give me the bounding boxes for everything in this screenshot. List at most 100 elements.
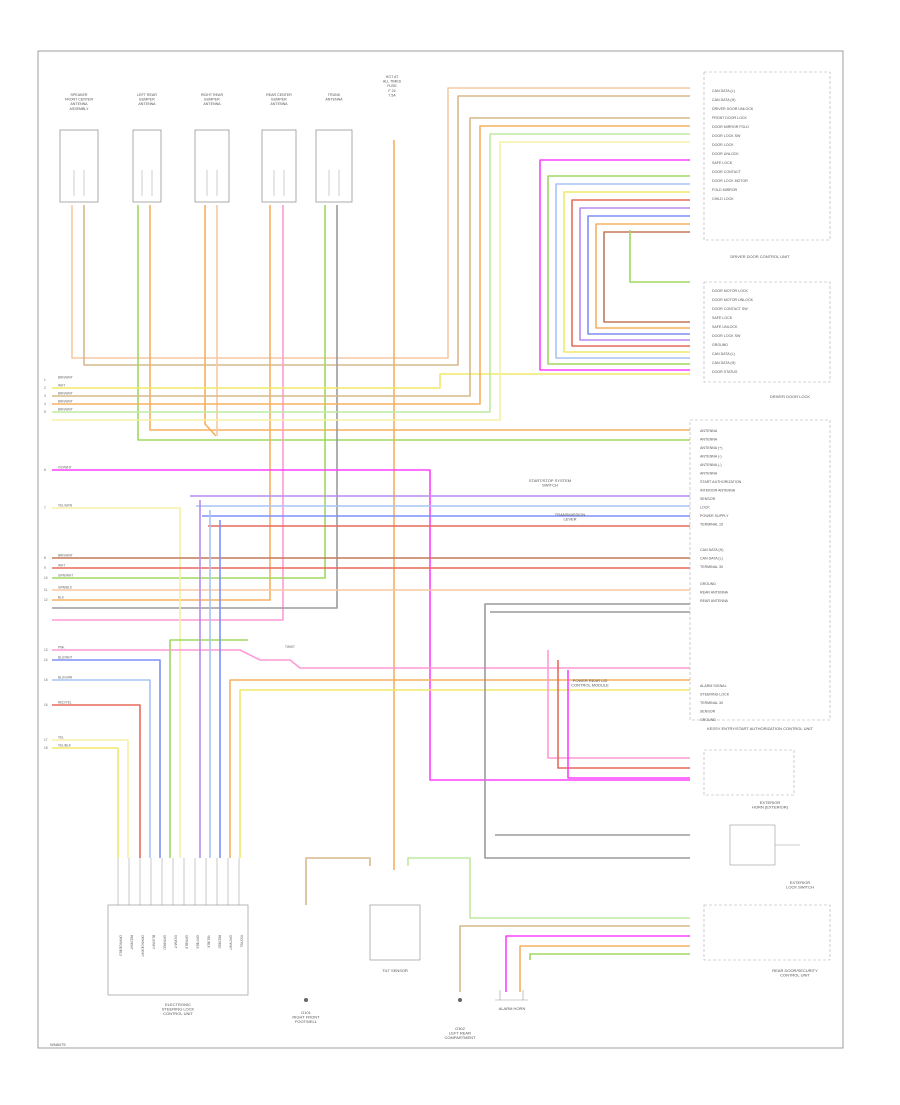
driver-door-pin: DOOR CONTACT — [712, 170, 742, 174]
wire-keyless-pink — [547, 650, 690, 759]
keyless-pin: CAN DATA (L) — [700, 557, 723, 561]
power-rear-lid-label: CONTROL MODULE — [571, 683, 609, 688]
steering-lock-wire-label: GRN/RED — [163, 935, 167, 950]
wire-tilt-1 — [305, 857, 371, 905]
exterior-horn-box — [703, 749, 795, 796]
wire-left-rear-1 — [137, 205, 690, 441]
steering-lock-wire-label: ORANGE/BLU — [119, 935, 123, 957]
steering-lock-wire-label: ORANGE/WHT — [141, 935, 145, 957]
left-connector-number: 10 — [44, 576, 48, 580]
wire-keyless-red — [557, 660, 690, 769]
driver-door-lock-pin: CAN DATA (H) — [712, 361, 735, 365]
steering-lock-title: STEERING LOCK — [162, 1007, 195, 1012]
antenna-box — [315, 129, 353, 203]
left-wire-label: BLU/WHT — [58, 656, 72, 660]
wire-door-loop — [563, 191, 690, 353]
wire-yellow-down — [52, 507, 181, 858]
wire-door-loop — [587, 215, 690, 335]
driver-door-lock-pin: GROUND — [712, 343, 728, 347]
wire-left-rear-2 — [149, 205, 690, 431]
steering-lock-wire-label: BLU/WHT — [152, 935, 156, 949]
antenna-label: LEFT REAR — [137, 93, 157, 97]
wire-yellow3-bottom — [239, 689, 690, 858]
left-connector-number: 16 — [44, 703, 48, 707]
antenna-box — [261, 129, 297, 203]
component-layer — [59, 71, 831, 1002]
antenna-label: ANTENNA — [270, 102, 288, 106]
driver-door-lock-pin: SAFE LOCK — [712, 316, 733, 320]
driver-door-pin: CAN DATA (H) — [712, 98, 735, 102]
driver-door-pin: DOOR LOCK MOTOR — [712, 179, 748, 183]
steering-lock-title: ELECTRONIC — [165, 1002, 191, 1007]
ground-1-label: G101 — [301, 1010, 312, 1015]
driver-door-lock-box — [703, 281, 831, 383]
keyless-pin: LOCK — [700, 506, 710, 510]
ground-1-label: RIGHT FRONT — [292, 1015, 320, 1020]
antenna-box — [132, 129, 162, 203]
steering-lock-wire-label: RED/BLK — [218, 935, 222, 950]
ground-2-symbol — [458, 998, 462, 1002]
wire-bus-1 — [52, 373, 690, 389]
diagram-frame — [37, 50, 844, 1049]
wire-yellow-bottom — [52, 739, 129, 858]
ground-1-label: FOOTWELL — [295, 1019, 318, 1024]
wire-door-loop — [539, 159, 690, 371]
wire-door-loop — [547, 175, 690, 365]
keyless-pin: GROUND — [700, 718, 716, 722]
start-system-label: SWITCH — [542, 483, 558, 488]
steering-lock-wire-label: GRN/BLK — [185, 935, 189, 950]
wire-right-rear-1 — [204, 205, 217, 437]
left-wire-label: YEL/GRN — [58, 504, 73, 508]
driver-door-pin: CHILD LOCK — [712, 197, 734, 201]
keyless-title: KESSY ENTRY/START AUTHORIZATION CONTROL … — [707, 726, 813, 731]
steering-lock-title: CONTROL UNIT — [163, 1011, 193, 1016]
wire-rear-center-2 — [52, 205, 284, 621]
left-connector-number: 18 — [44, 746, 48, 750]
steering-lock-box — [107, 904, 249, 996]
rear-ecu-title: CONTROL UNIT — [780, 973, 810, 978]
page-number: WN8475 — [50, 1042, 66, 1047]
left-connector-number: 6 — [44, 468, 46, 472]
driver-door-lock-pin: SAFE UNLOCK — [712, 325, 738, 329]
wire-bus-5 — [52, 141, 690, 421]
driver-door-lock-pin: DOOR MOTOR UNLOCK — [712, 298, 754, 302]
left-wire-label: VIO/WHT — [58, 466, 72, 470]
left-connector-number: 1 — [44, 378, 46, 382]
start-system-label: START/STOP SYSTEM — [529, 478, 571, 483]
antenna-label: ANTENNA — [70, 102, 88, 106]
transmission-lever-label: LEVER — [563, 517, 576, 522]
alarm-horn-title: ALARM HORN — [499, 1006, 526, 1011]
wire-alarm-1 — [459, 925, 690, 992]
left-wire-label: GRN/BLK — [58, 586, 73, 590]
left-connector-number: 14 — [44, 658, 48, 662]
keyless-box — [689, 419, 831, 721]
exterior-switch-title: LOCK SWITCH — [786, 885, 814, 890]
driver-door-pin: CAN DATA (L) — [712, 89, 735, 93]
steering-lock-wire-label: RED/WHT — [130, 935, 134, 950]
driver-door-pin: FOLD MIRROR — [712, 188, 738, 192]
fuse-label: ALL TIMES — [383, 80, 402, 84]
tilt-sensor-title: TILT SENSOR — [382, 968, 408, 973]
left-wire-label: YEL/BLK — [58, 744, 72, 748]
wire-layer — [52, 87, 690, 992]
keyless-pin: TERMINAL 30 — [700, 565, 723, 569]
alarm-horn-symbol — [495, 990, 528, 1001]
exterior-horn-title: EXTERIOR — [760, 800, 781, 805]
wire-blue-bottom — [52, 659, 161, 858]
left-wire-label: WHT — [58, 564, 65, 568]
tilt-sensor-box — [369, 904, 421, 961]
wire-front-antenna-2 — [83, 95, 690, 366]
driver-door-lock-pin: DOOR MOTOR LOCK — [712, 289, 748, 293]
driver-door-lock-pin: CAN DATA (L) — [712, 352, 735, 356]
keyless-pin: TERMINAL 15 — [700, 523, 723, 527]
left-wire-label: BLU/GRN — [58, 676, 73, 680]
ground-1-symbol — [304, 998, 308, 1002]
driver-door-pin: SAFE LOCK — [712, 161, 733, 165]
wire-door-loop — [603, 231, 690, 323]
driver-door-pin: DOOR UNLOCK — [712, 152, 739, 156]
fuse-label: 7.5A — [388, 93, 396, 97]
antenna-label: SPEAKER — [71, 93, 88, 97]
driver-door-lock-pin: DOOR LOCK SW — [712, 334, 741, 338]
wire-trunk-2 — [52, 205, 338, 609]
antenna-label: ASSEMBLY — [69, 107, 89, 111]
